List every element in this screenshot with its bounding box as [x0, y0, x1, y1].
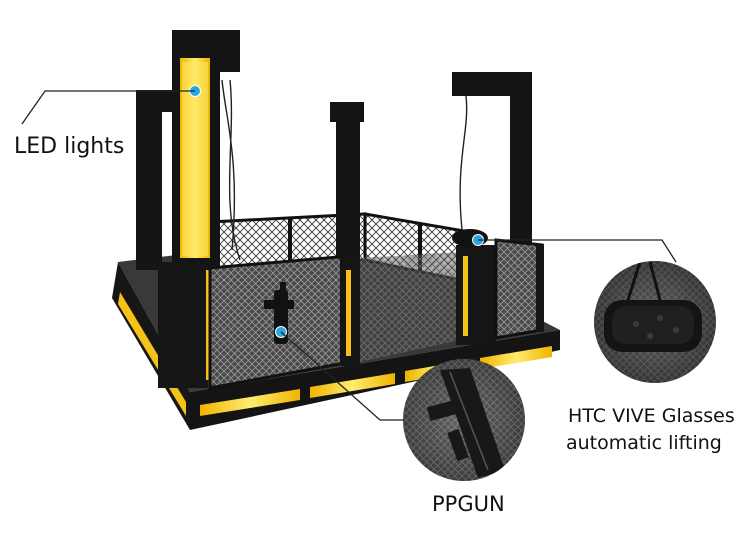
- headset-detail-circle: [594, 261, 716, 383]
- led-lights-label: LED lights: [14, 134, 125, 159]
- cables: [221, 79, 468, 261]
- callout-lines: [21, 90, 677, 421]
- gun-detail-circle: [403, 359, 525, 481]
- htc-vive-label-line2: automatic lifting: [566, 432, 722, 454]
- htc-vive-label-line1: HTC VIVE Glasses: [568, 405, 735, 427]
- ppgun-label: PPGUN: [432, 492, 505, 516]
